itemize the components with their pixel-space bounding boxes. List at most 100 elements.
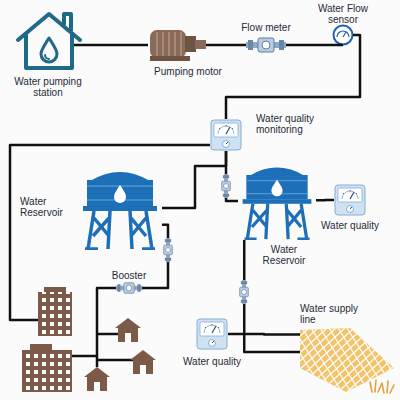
pump-motor-icon [185,36,196,52]
field-row [300,328,345,392]
crop-icon [382,381,394,393]
field-row [302,328,372,392]
field-row [300,328,318,392]
field-row [300,328,327,392]
field-row [365,328,394,392]
label-position: Pumping motor [148,66,228,77]
water-pipe [226,35,360,119]
label-position: Water quality [312,220,388,231]
flow-sensor-icon [334,26,353,45]
house-icon [115,318,141,342]
supply-pipe [10,145,210,367]
node-label: Water pumping station [5,76,91,98]
pump-motor-icon [150,30,186,58]
house-icon [140,365,146,374]
booster-icon [116,283,142,294]
flow-sensor: Water Flow sensor [333,25,353,45]
field-rows [300,328,394,392]
node-label: Water Flow sensor [313,3,373,25]
quality-monitor: Water quality monitoring [210,119,242,151]
valve-icon [164,238,173,262]
building-icon [22,287,72,392]
field-shape [300,328,394,392]
field-row [311,328,381,392]
booster: Booster [116,282,142,294]
pumping-station-icon [18,14,80,68]
flow-sensor-icon [343,32,346,37]
field-row [392,328,394,392]
house-icon [84,318,156,391]
supply-pipe [97,333,118,336]
house-icon [125,333,131,342]
field-row [383,328,394,392]
water-pipe [162,151,226,208]
valve-icon [240,280,249,304]
pumping-station-icon [26,34,72,68]
node-label: Flow meter [236,22,296,33]
node-label: Water quality [312,220,388,231]
node-label: Water quality monitoring [256,113,336,135]
reservoir-tower-icon [83,172,157,249]
pumping-station-icon [64,14,71,30]
flow-meter: Flow meter [246,37,286,53]
pump-motor-icon [150,30,206,61]
water-pipe [228,333,300,336]
field-row [383,328,394,392]
quality-gauge-icon [197,319,227,349]
label-position: Water Reservoir [20,196,76,218]
supply-pipe [97,288,116,367]
label-position: Water Flow sensor [313,3,373,25]
house-icon [130,350,156,374]
pump-motor-icon [150,56,190,61]
node-label: Water supply line [300,303,370,325]
node-label: Water Reservoir [20,196,76,218]
node-label: Water quality [177,356,247,367]
water-pipe [286,44,343,47]
water-reservoir: Water Reservoir [78,166,162,250]
valve-icon [222,174,231,198]
building-icon [22,350,72,392]
field-row [374,328,394,392]
quality-gauge: Water quality [196,318,228,350]
field-row [300,328,363,392]
supply-pipe [72,355,97,358]
field-row [392,328,394,392]
field-row [338,328,394,392]
label-position: Water quality [177,356,247,367]
pump-motor-icon [157,32,181,56]
label-position: Water supply line [300,303,370,325]
house-icon [94,382,100,391]
field-row [374,328,394,392]
label-position: Water pumping station [5,76,91,98]
water-reservoir: Water Reservoir [238,162,316,240]
field-row [320,328,390,392]
field-outline [300,328,394,392]
node-label: Booster [104,270,154,281]
crop-icon [370,380,394,393]
field-row [329,328,394,392]
label-position: Flow meter [236,22,296,33]
pump-motor-icon [195,40,206,49]
quality-gauge-icon [335,185,365,215]
pumping-station-icon [41,38,57,62]
label-position: Water Reservoir [254,244,314,266]
supply-pipe [97,359,133,362]
house-icon [84,367,110,391]
pumping-station-icon [45,55,49,59]
node-label: Pumping motor [148,66,228,77]
field-row [356,328,394,392]
building-icon [38,292,72,336]
water-pipe [74,44,148,47]
label-position: Booster [104,270,154,281]
field-row [300,328,324,392]
label-position: Water quality monitoring [256,113,336,135]
field-row [365,328,394,392]
flow-sensor-icon [334,26,353,45]
valve-icon [240,280,249,304]
quality-gauge-icon [211,120,241,150]
quality-gauge: Water quality [334,184,366,216]
flow-sensor-icon [337,31,349,37]
flow-meter-icon [246,38,286,52]
reservoir-tower-icon [243,168,312,240]
pump-motor: Pumping motor [148,28,206,62]
